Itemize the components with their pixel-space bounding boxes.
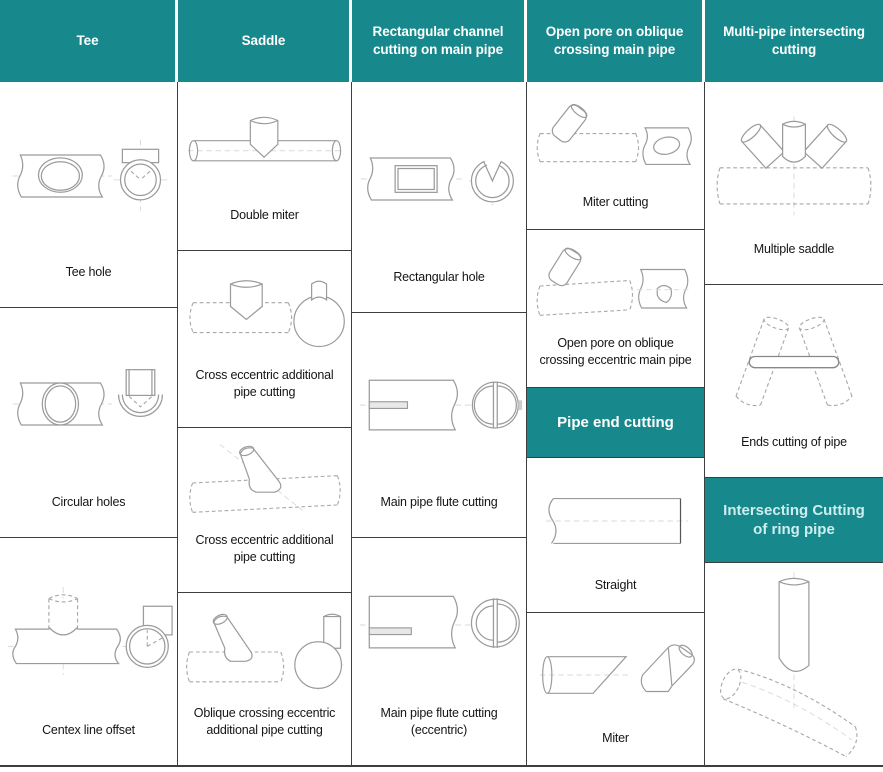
cell-miter-end: Miter <box>527 612 704 765</box>
cell-label: Straight <box>594 578 637 593</box>
column-multi-pipe: Multi-pipe intersecting cutting <box>705 0 883 765</box>
circular-holes-diagram <box>12 369 163 426</box>
ring-pipe-intersection-diagram <box>720 572 858 758</box>
open-pore-eccentric-diagram <box>536 247 692 316</box>
column-tee: Tee <box>0 0 178 765</box>
cell-rectangular-hole: Rectangular hole <box>352 82 526 312</box>
cell-miter-cutting: Miter cutting <box>527 82 704 229</box>
cell-ends-cutting: Ends cutting of pipe <box>705 284 883 477</box>
header-label: Open pore on oblique crossing main pipe <box>545 24 684 57</box>
subheader-intersecting-ring-pipe: Intersecting Cutting of ring pipe <box>705 477 883 562</box>
column-rectangular-channel: Rectangular channel cutting on main pipe <box>352 0 527 765</box>
column-header-saddle: Saddle <box>178 0 352 82</box>
column-header-tee: Tee <box>0 0 178 82</box>
cell-tee-hole: Tee hole <box>0 82 177 307</box>
cell-centex-line-offset: Centex line offset <box>0 537 177 765</box>
miter-end-diagram <box>539 643 695 694</box>
cell-cross-eccentric-2: Cross eccentric additional pipe cutting <box>178 427 351 592</box>
cell-label: Rectangular hole <box>393 270 485 285</box>
cell-label: Cross eccentric additional pipe cutting <box>195 368 334 400</box>
double-miter-diagram <box>187 116 342 161</box>
cell-label: Multiple saddle <box>753 242 835 257</box>
cell-label: Miter cutting <box>582 195 649 210</box>
cell-circular-holes: Circular holes <box>0 307 177 537</box>
miter-cutting-diagram <box>536 103 692 166</box>
column-header-open-pore: Open pore on oblique crossing main pipe <box>527 0 705 82</box>
cell-ring-pipe-intersection <box>705 562 883 765</box>
straight-pipe-diagram <box>545 497 688 544</box>
column-saddle: Saddle Double miter <box>178 0 352 765</box>
subheader-pipe-end-cutting: Pipe end cutting <box>527 387 704 457</box>
cell-straight: Straight <box>527 457 704 612</box>
cell-main-pipe-flute-eccentric: Main pipe flute cutting (eccentric) <box>352 537 526 765</box>
cell-open-pore-eccentric: Open pore on oblique crossing eccentric … <box>527 229 704 387</box>
cell-label: Main pipe flute cutting <box>380 495 498 510</box>
main-pipe-flute-diagram <box>359 379 523 431</box>
cell-cross-eccentric-1: Cross eccentric additional pipe cutting <box>178 250 351 427</box>
cell-oblique-crossing-eccentric: Oblique crossing eccentric additional pi… <box>178 592 351 765</box>
cell-label: Tee hole <box>65 265 112 280</box>
ends-cutting-diagram <box>735 316 853 406</box>
centex-line-offset-diagram <box>7 587 173 676</box>
header-label: Saddle <box>241 33 286 49</box>
header-label: Rectangular channel cutting on main pipe <box>372 24 504 57</box>
subheader-label: Intersecting Cutting of ring pipe <box>723 501 865 539</box>
cell-double-miter: Double miter <box>178 82 351 250</box>
cell-label: Double miter <box>230 208 299 223</box>
table-bottom-border <box>0 765 883 767</box>
cell-main-pipe-flute: Main pipe flute cutting <box>352 312 526 537</box>
main-pipe-flute-eccentric-diagram <box>359 595 521 649</box>
rectangular-hole-diagram <box>360 155 518 206</box>
cell-label: Centex line offset <box>42 723 135 738</box>
oblique-crossing-eccentric-diagram <box>185 613 343 691</box>
column-open-pore: Open pore on oblique crossing main pipe <box>527 0 705 765</box>
subheader-label: Pipe end cutting <box>557 413 674 431</box>
header-label: Multi-pipe intersecting cutting <box>723 24 865 57</box>
cross-eccentric-oblique-diagram <box>188 444 341 514</box>
cell-label: Open pore on oblique crossing eccentric … <box>539 336 692 368</box>
multiple-saddle-diagram <box>716 116 872 215</box>
column-header-rectangular-channel: Rectangular channel cutting on main pipe <box>352 0 527 82</box>
cell-label: Cross eccentric additional pipe cutting <box>195 533 334 565</box>
cell-label: Main pipe flute cutting (eccentric) <box>380 706 498 738</box>
cell-multiple-saddle: Multiple saddle <box>705 82 883 284</box>
tee-hole-diagram <box>12 139 169 211</box>
cross-eccentric-pipe-diagram <box>188 280 345 348</box>
column-header-multi-pipe: Multi-pipe intersecting cutting <box>705 0 883 82</box>
header-label: Tee <box>76 33 99 49</box>
cell-label: Circular holes <box>51 495 126 510</box>
cell-label: Ends cutting of pipe <box>741 435 847 450</box>
cell-label: Oblique crossing eccentric additional pi… <box>193 706 336 738</box>
cell-label: Miter <box>602 731 629 746</box>
